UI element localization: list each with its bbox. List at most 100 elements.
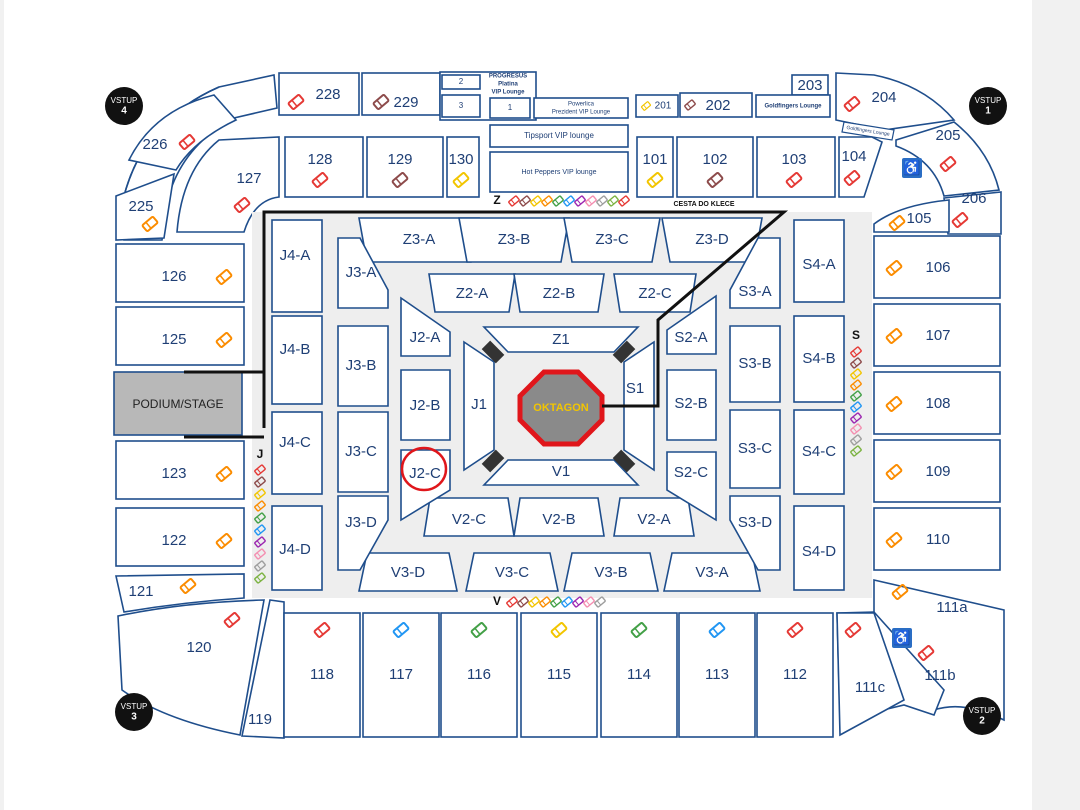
section-226[interactable]	[127, 94, 238, 171]
section-S3-C[interactable]	[729, 409, 781, 489]
section-J3-B[interactable]	[337, 325, 389, 407]
section-108[interactable]	[873, 371, 1001, 435]
section-204[interactable]	[835, 72, 956, 131]
podium-stage[interactable]	[113, 371, 243, 436]
section-119[interactable]	[241, 599, 285, 739]
section-S2-C[interactable]	[666, 451, 717, 522]
section-106[interactable]	[873, 235, 1001, 299]
section-104[interactable]	[838, 136, 883, 198]
progresus-box-1[interactable]	[489, 97, 531, 119]
section-103[interactable]	[756, 136, 836, 198]
progresus-box-2[interactable]	[441, 74, 481, 90]
ticket-icon-notch	[852, 394, 858, 400]
ticket-icon-outline	[585, 195, 597, 207]
ticket-icon-notch	[256, 468, 262, 474]
section-109[interactable]	[873, 439, 1001, 503]
section-J3-D[interactable]	[337, 495, 389, 571]
section-J2-A[interactable]	[400, 296, 451, 357]
section-Z2-C[interactable]	[613, 273, 697, 313]
ticket-icon-notch	[650, 177, 657, 185]
section-130[interactable]	[446, 136, 480, 198]
ticket-icon-outline	[850, 346, 862, 358]
ticket-icon-outline	[850, 357, 862, 369]
section-label-J3-B: J3-B	[346, 357, 377, 374]
entrance-2-badge[interactable]	[969, 87, 1007, 125]
powerlica-lounge[interactable]	[533, 97, 629, 119]
section-label-Z1: Z1	[552, 331, 570, 348]
section-S3-A[interactable]	[729, 237, 781, 309]
progresus-box-1-label: 1	[508, 103, 513, 112]
section-127[interactable]	[176, 136, 280, 233]
section-121[interactable]	[115, 573, 245, 613]
ticket-icon-notch	[587, 199, 593, 205]
section-128[interactable]	[284, 136, 364, 198]
tipsport-lounge[interactable]	[489, 124, 629, 148]
section-J2-B[interactable]	[400, 369, 451, 441]
hot-peppers-lounge[interactable]	[489, 151, 629, 193]
ticket-icon	[179, 578, 197, 594]
section-Z3-C[interactable]	[563, 217, 661, 263]
section-S4-A[interactable]	[793, 219, 845, 303]
section-J4-A[interactable]	[271, 219, 323, 313]
section-V2-A[interactable]	[613, 497, 695, 537]
section-J4-D[interactable]	[271, 505, 323, 591]
section-Z1[interactable]	[482, 326, 640, 353]
entrance-3-badge[interactable]	[115, 693, 153, 731]
section-V2-B[interactable]	[513, 497, 605, 537]
section-V3-A[interactable]	[663, 552, 761, 592]
section-S3-D[interactable]	[729, 495, 781, 571]
section-105[interactable]	[873, 199, 950, 233]
section-201[interactable]	[635, 94, 679, 118]
progresus-box-3[interactable]	[441, 94, 481, 118]
ticket-icon-notch	[634, 627, 641, 635]
section-225[interactable]	[115, 172, 176, 241]
ticket-icon	[254, 500, 266, 512]
ticket-icon-notch	[596, 600, 602, 606]
ticket-icon	[785, 172, 803, 188]
entrance-number: 2	[979, 716, 985, 727]
section-110[interactable]	[873, 507, 1001, 571]
entrance-1-badge[interactable]	[105, 87, 143, 125]
section-J4-C[interactable]	[271, 411, 323, 495]
section-S3-B[interactable]	[729, 325, 781, 403]
section-V3-D[interactable]	[358, 552, 458, 592]
section-112[interactable]	[756, 612, 834, 738]
section-S2-A[interactable]	[666, 294, 717, 355]
section-label-V2-B: V2-B	[542, 511, 575, 528]
section-101[interactable]	[636, 136, 674, 198]
section-S4-C[interactable]	[793, 409, 845, 495]
ticket-icon	[885, 328, 903, 344]
section-J1[interactable]	[463, 340, 495, 472]
section-Z3-B[interactable]	[458, 217, 570, 263]
section-J4-B[interactable]	[271, 315, 323, 405]
section-202[interactable]	[679, 92, 753, 118]
ticket-icon-outline	[311, 172, 329, 188]
ticket-icon	[541, 195, 553, 207]
section-label-129: 129	[387, 151, 412, 168]
section-Z2-B[interactable]	[513, 273, 605, 313]
section-V1[interactable]	[482, 459, 640, 486]
entrance-4-badge[interactable]	[963, 697, 1001, 735]
section-J3-C[interactable]	[337, 411, 389, 493]
goldfingers-lounge[interactable]	[755, 94, 831, 118]
section-label-111a: 111a	[936, 599, 968, 616]
ticket-icon-outline	[594, 596, 606, 608]
section-V3-C[interactable]	[465, 552, 559, 592]
section-Z2-A[interactable]	[428, 273, 516, 313]
section-V3-B[interactable]	[563, 552, 659, 592]
ticket-icon	[372, 94, 390, 110]
section-label-J2-A: J2-A	[410, 329, 441, 346]
section-J3-A[interactable]	[337, 237, 389, 309]
section-111c[interactable]	[836, 612, 905, 737]
goldfingers-small-lounge[interactable]	[841, 121, 895, 141]
section-S4-B[interactable]	[793, 315, 845, 403]
section-102[interactable]	[676, 136, 754, 198]
section-107[interactable]	[873, 303, 1001, 367]
ticket-icon-outline	[572, 596, 584, 608]
section-label-S4-A: S4-A	[802, 256, 835, 273]
section-S2-B[interactable]	[666, 369, 717, 441]
section-129[interactable]	[366, 136, 444, 198]
section-S4-D[interactable]	[793, 505, 845, 591]
ticket-icon-outline	[530, 195, 542, 207]
ticket-icon	[508, 195, 520, 207]
